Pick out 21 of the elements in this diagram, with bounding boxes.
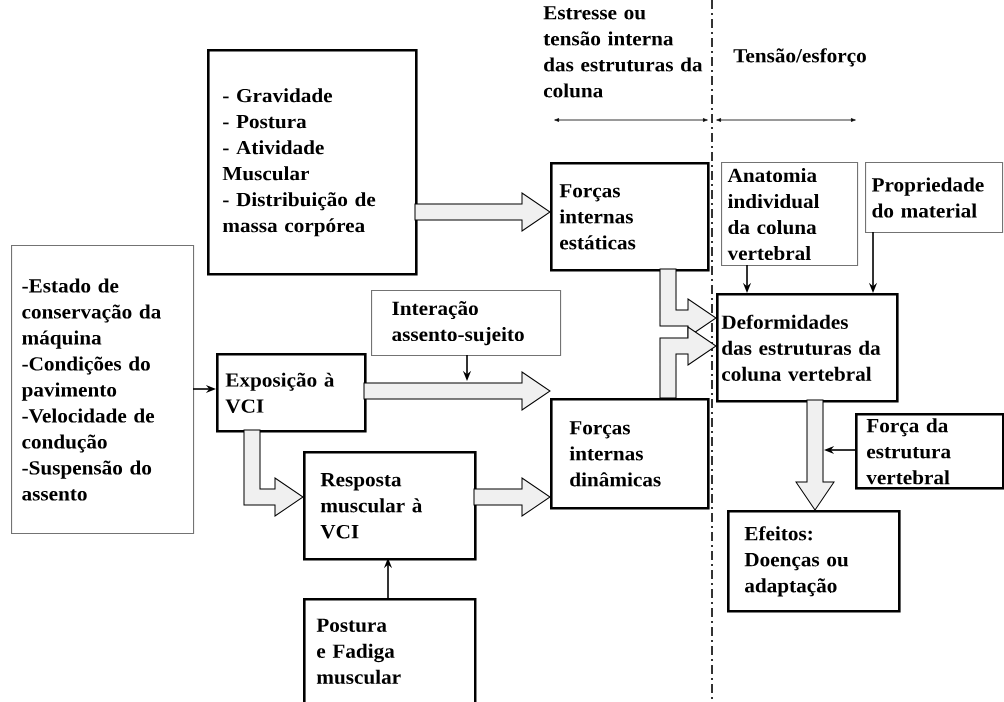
process-box: Resposta muscular à VCI bbox=[303, 451, 477, 561]
heading-text: Tensão/esforço bbox=[733, 48, 866, 67]
block-arrow bbox=[473, 477, 551, 517]
process-box: Interação assento-sujeito bbox=[371, 290, 562, 357]
process-box: Propriedade do material bbox=[865, 162, 1004, 234]
process-box: Força da estrutura vertebral bbox=[855, 413, 1004, 490]
process-box: Forças internas estáticas bbox=[550, 162, 710, 272]
process-box: Postura e Fadiga muscular bbox=[303, 598, 477, 702]
block-arrow bbox=[795, 399, 835, 511]
process-box: Anatomia individual da coluna vertebral bbox=[721, 162, 859, 267]
heading-text: Estresse ou tensão interna das estruturas da coluna bbox=[543, 6, 703, 98]
block-arrow bbox=[363, 371, 551, 411]
block-arrow bbox=[243, 429, 304, 517]
process-box: Forças internas dinâmicas bbox=[550, 398, 710, 510]
process-box: Efeitos: Doenças ou adaptação bbox=[727, 510, 901, 613]
process-box: Exposição à VCI bbox=[216, 353, 367, 433]
block-arrow bbox=[659, 326, 717, 399]
block-arrow bbox=[414, 192, 551, 232]
process-box: -Estado de conservação da máquina -Condições do pavimento -Velocidade de condução -Suspensão do assento bbox=[11, 245, 195, 535]
process-box: - Gravidade - Postura - Atividade Muscular - Distribuição de massa corpórea bbox=[207, 49, 418, 276]
process-box: Deformidades das estruturas da coluna vertebral bbox=[716, 293, 899, 403]
